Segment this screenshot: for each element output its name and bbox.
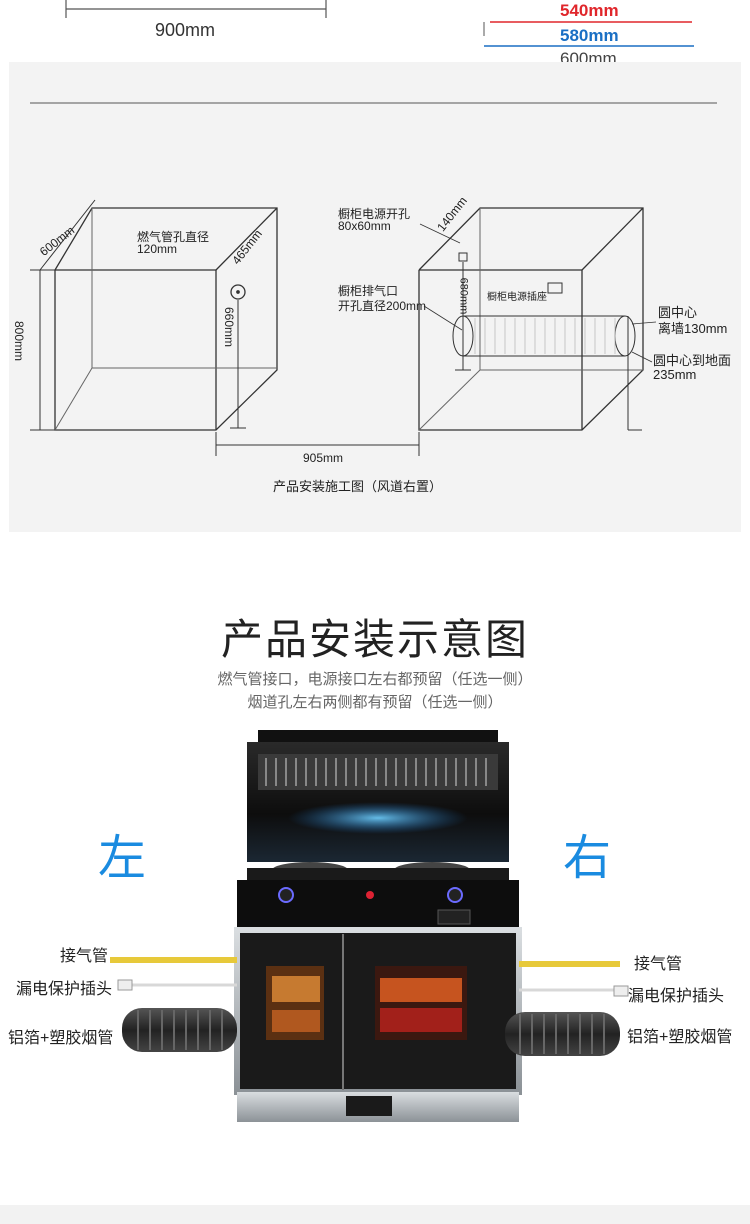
duct-label-right: 铝箔+塑胶烟管 [627, 1029, 733, 1046]
stove-illustration [110, 730, 629, 1122]
leak-plug-label-left: 漏电保护插头 [16, 981, 113, 998]
left-side-label: 左 [98, 832, 147, 885]
gas-height-label: 660mm [222, 306, 237, 348]
center-wall-label-1: 圆中心 [658, 305, 698, 320]
exhaust-size-label: 开孔直径200mm [338, 299, 427, 313]
depth-600-label: 600mm [560, 49, 617, 68]
gas-hole-size-label: 120mm [137, 242, 178, 256]
power-height-label: 680mm [457, 277, 470, 315]
subtitle-line-1: 燃气管接口，电源接口左右都预留（任选一侧） [217, 671, 533, 688]
leak-plug-label-right: 漏电保护插头 [628, 988, 725, 1005]
top-dimension-lines [65, 0, 694, 47]
right-side-label: 右 [563, 832, 612, 885]
gas-pipe-label-right: 接气管 [634, 956, 683, 973]
socket-label: 橱柜电源插座 [487, 292, 547, 303]
bottom-band [0, 1205, 750, 1224]
depth-580-label: 580mm [560, 26, 619, 45]
exhaust-label: 橱柜排气口 [338, 284, 399, 298]
depth-540-label: 540mm [560, 1, 619, 20]
diagram-caption: 产品安装施工图（风道右置） [273, 479, 443, 494]
height-800-label: 800mm [12, 320, 27, 362]
center-floor-label-2: 235mm [653, 367, 697, 382]
installation-title: 产品安装示意图 [220, 616, 529, 663]
installation-diagram-panel: 600mm 800mm 燃气管孔直径 120mm 465mm 660mm 橱柜电… [9, 62, 741, 532]
gas-hole-label: 燃气管孔直径 [137, 230, 210, 244]
gap-905-label: 905mm [303, 451, 344, 465]
center-floor-label-1: 圆中心到地面 [653, 353, 732, 368]
cabinet-diagram [30, 102, 717, 456]
duct-label-left: 铝箔+塑胶烟管 [8, 1030, 114, 1047]
top-dimension-strip: 900mm 540mm 580mm [0, 0, 750, 60]
gas-pipe-label-left: 接气管 [60, 948, 109, 965]
subtitle-line-2: 烟道孔左右两侧都有预留（任选一侧） [247, 694, 503, 711]
power-hole-size-label: 80x60mm [338, 219, 391, 233]
center-wall-label-2: 离墙130mm [658, 321, 728, 336]
power-hole-label: 橱柜电源开孔 [338, 207, 411, 221]
width-900-label: 900mm [155, 20, 216, 40]
